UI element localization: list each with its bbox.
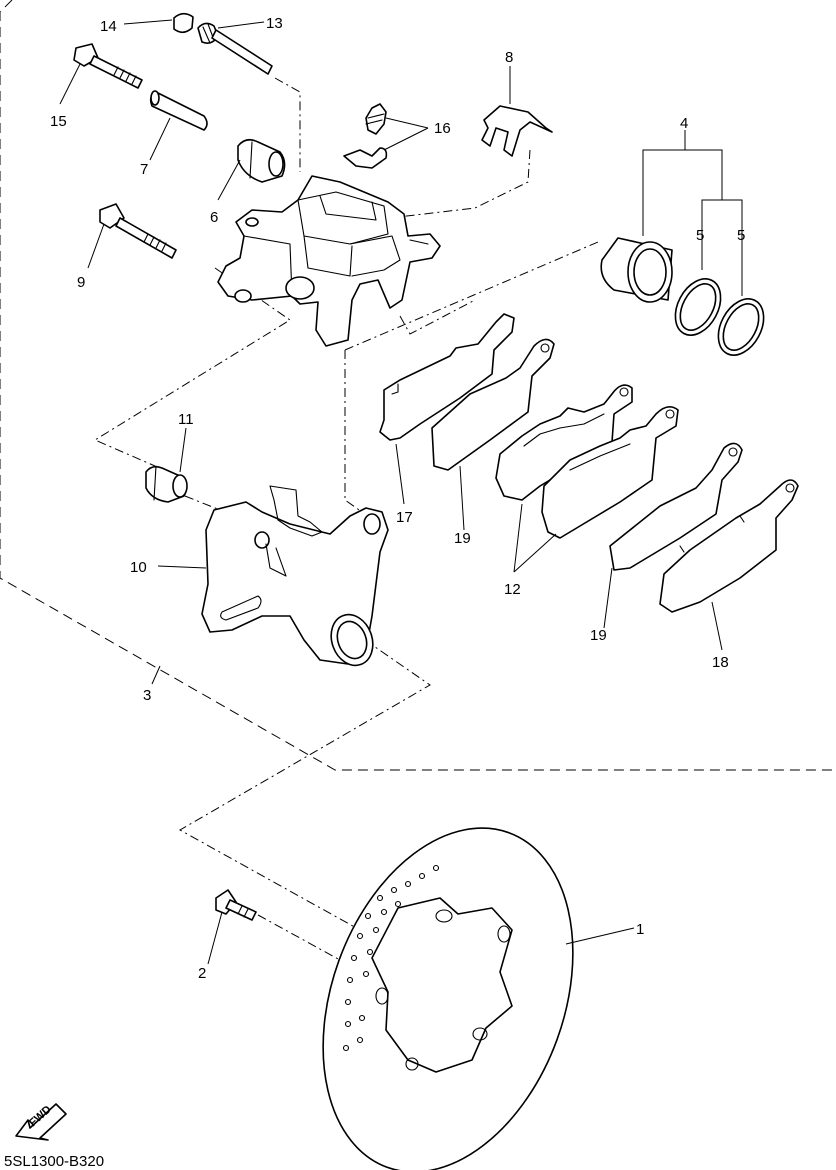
callout-12: 12 [504, 581, 521, 598]
callout-labels: 1 2 3 4 5 5 6 7 8 9 10 11 12 13 14 15 16… [50, 15, 745, 982]
callout-19-lower: 19 [590, 627, 607, 644]
callout-5-left: 5 [696, 227, 704, 244]
callout-leaders [59, 19, 743, 965]
disc-bolt [215, 889, 257, 921]
callout-13: 13 [266, 15, 283, 32]
callout-8: 8 [505, 49, 513, 66]
piston [600, 237, 673, 303]
callout-3: 3 [143, 687, 151, 704]
sleeve [149, 90, 208, 131]
callout-9: 9 [77, 274, 85, 291]
caliper-bolt-lower [99, 203, 177, 259]
callout-19-upper: 19 [454, 530, 471, 547]
pad-insulator-lower [609, 442, 743, 571]
forward-arrow-icon: FWD [15, 1103, 67, 1141]
piston-seal-inner [717, 298, 765, 356]
callout-2: 2 [198, 965, 206, 982]
caliper-bracket [201, 485, 389, 667]
callout-18: 18 [712, 654, 729, 671]
pad-shim-inner [379, 313, 515, 441]
callout-16: 16 [434, 120, 451, 137]
caliper-pin [197, 22, 273, 75]
callout-6: 6 [210, 209, 218, 226]
caliper-bolt-upper [73, 43, 143, 89]
caliper-body [217, 175, 441, 347]
pad-spring [481, 105, 553, 157]
callout-14: 14 [100, 18, 117, 35]
callout-7: 7 [140, 161, 148, 178]
piston-seal-outer [674, 278, 722, 336]
callout-17: 17 [396, 509, 413, 526]
bleed-screw [343, 103, 388, 169]
disc-vent-holes [342, 864, 440, 1052]
drawing-code: 5SL1300-B320 [4, 1153, 104, 1170]
callout-15: 15 [50, 113, 67, 130]
callout-4: 4 [680, 115, 688, 132]
bracket-pin-boot [145, 465, 188, 503]
brake-pad-rear [541, 406, 679, 539]
brake-disc [322, 827, 574, 1170]
pad-shim-outer [659, 479, 799, 613]
bleed-cap [173, 12, 194, 34]
callout-5-right: 5 [737, 227, 745, 244]
callout-1: 1 [636, 921, 644, 938]
pad-insulator-upper [431, 338, 555, 471]
callout-11: 11 [178, 411, 194, 428]
assembly-frame [0, 0, 836, 771]
slide-boot [237, 138, 286, 183]
callout-10: 10 [130, 559, 147, 576]
